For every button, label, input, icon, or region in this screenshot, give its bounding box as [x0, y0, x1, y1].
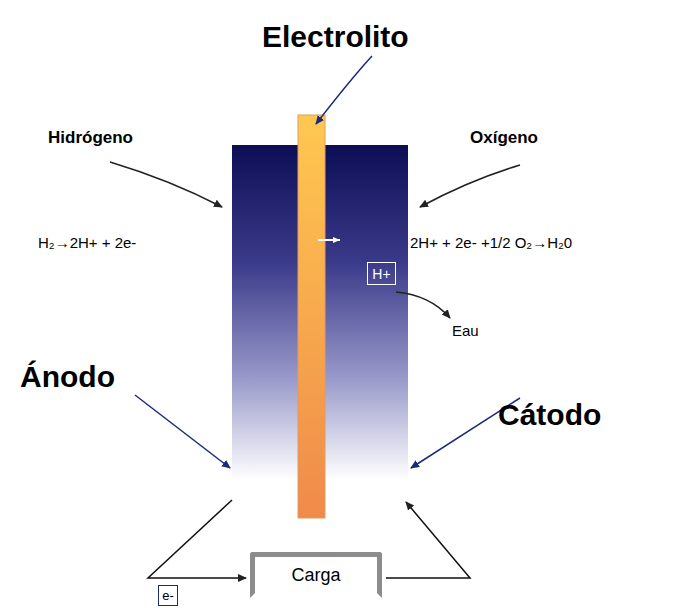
leader-line — [110, 162, 222, 207]
leader-line — [135, 395, 230, 468]
reaction-equation: 2H+ + 2e- +1/2 O₂→H₂0 — [410, 234, 572, 251]
reaction-equation: H₂→2H+ + 2e- — [38, 234, 136, 251]
electrolyte-bar — [298, 115, 325, 518]
load-box: Carga — [250, 552, 382, 598]
electrode-label: Cátodo — [498, 398, 601, 432]
electrode-label: Ánodo — [20, 360, 115, 394]
wire — [148, 500, 246, 578]
callout-title: Electrolito — [262, 20, 409, 54]
output-label: Eau — [452, 322, 479, 339]
node-text: H+ — [372, 266, 390, 282]
wire — [386, 502, 470, 578]
node-text: e- — [162, 588, 174, 603]
node-text: Carga — [291, 565, 340, 586]
leader-line — [420, 165, 520, 207]
input-label: Oxígeno — [470, 128, 538, 148]
electron-box: e- — [158, 585, 178, 606]
input-label: Hidrógeno — [48, 128, 133, 148]
proton-arrow — [318, 239, 340, 241]
leader-line — [396, 292, 450, 318]
leader-line — [316, 56, 372, 124]
ion-box: H+ — [367, 262, 396, 285]
